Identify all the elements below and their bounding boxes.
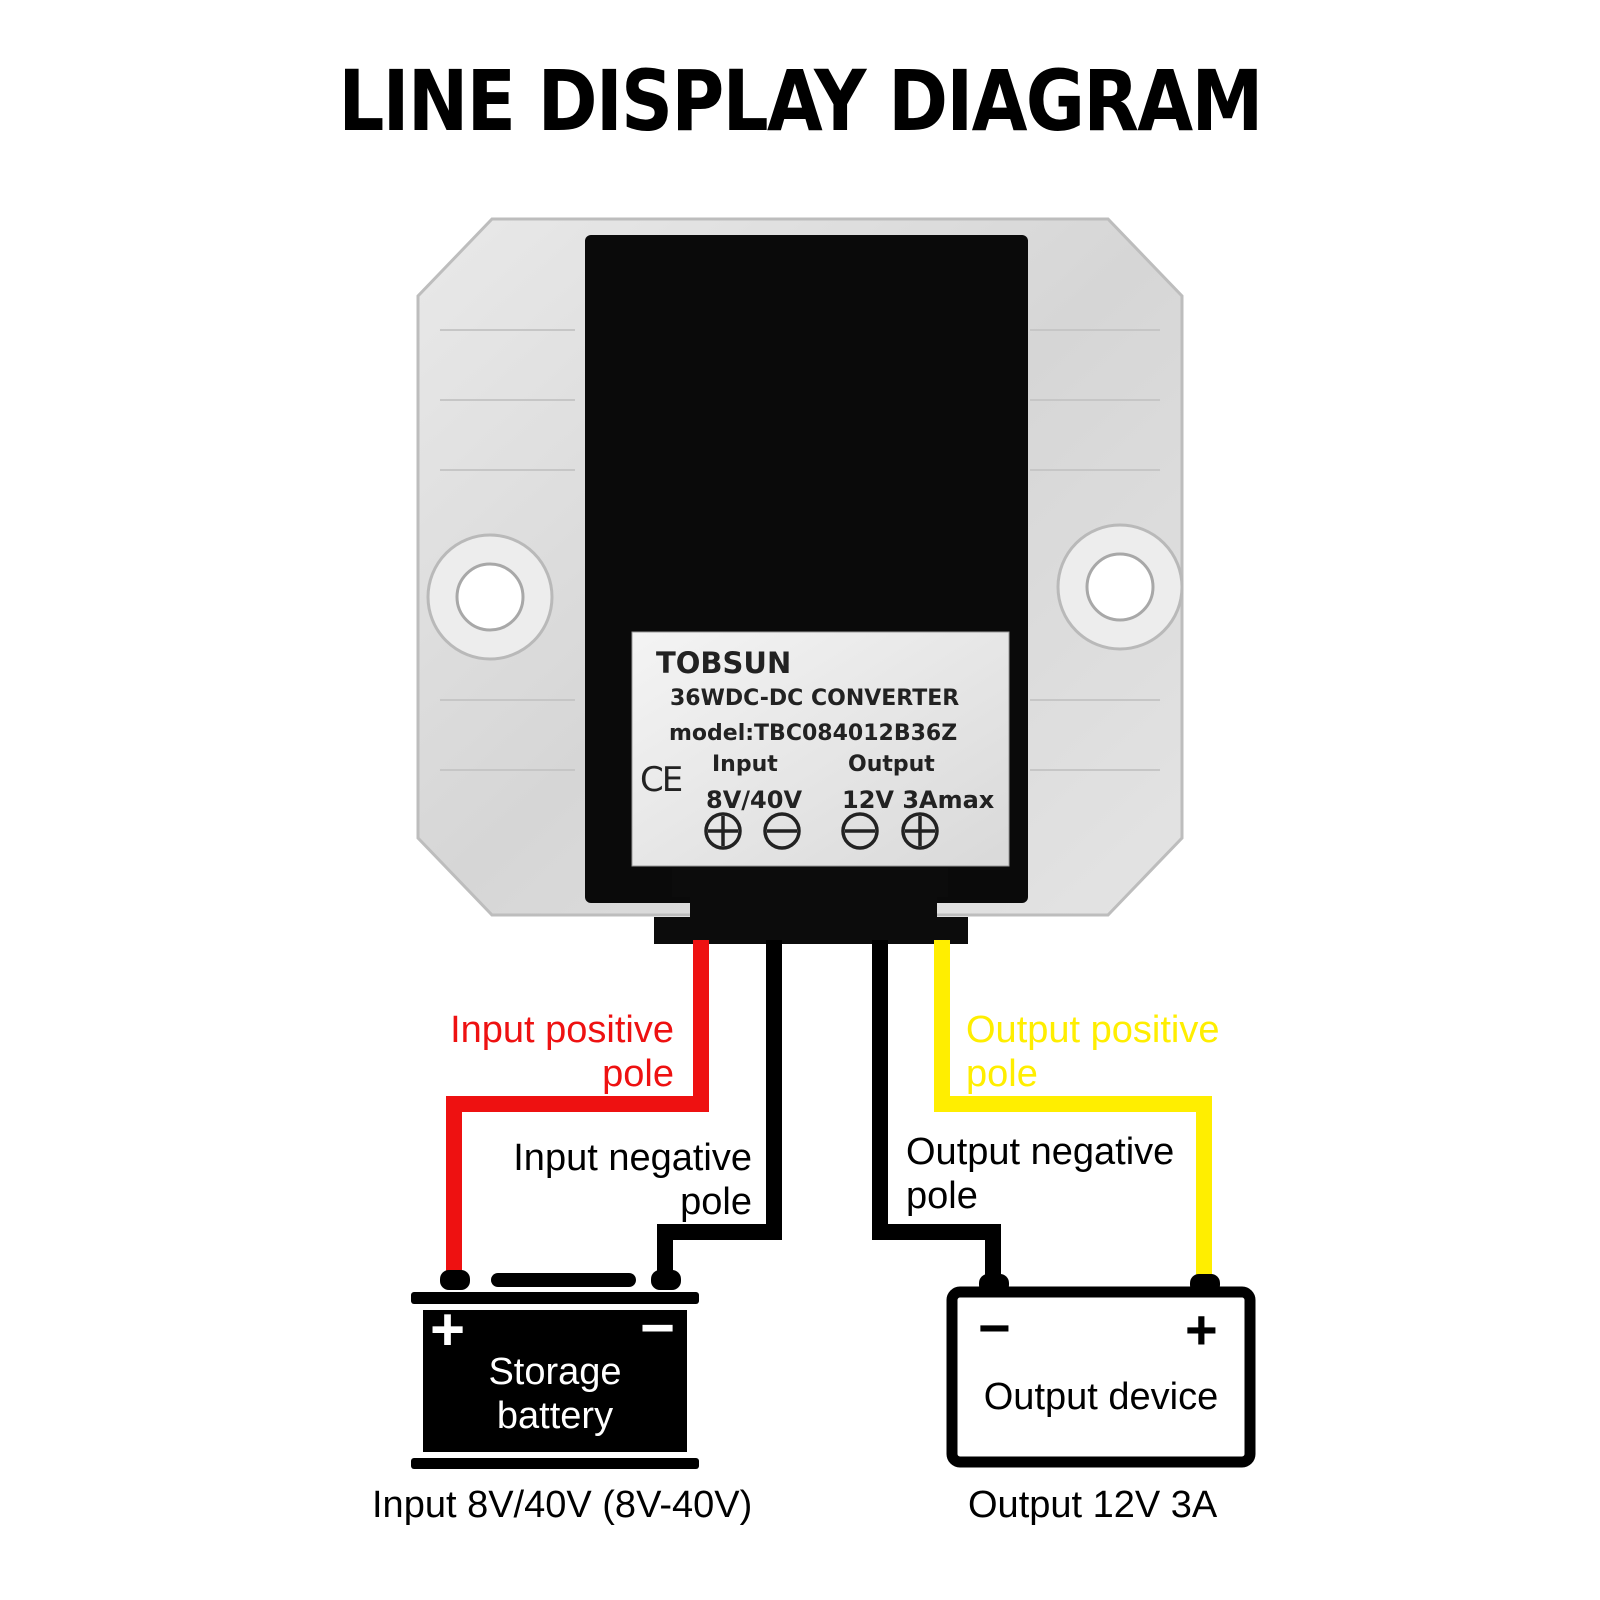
wire-input-positive: [446, 940, 709, 1278]
label-output-rating: 12V 3Amax: [842, 786, 995, 814]
battery-body: [423, 1310, 687, 1452]
device-plus-sign: +: [1185, 1298, 1218, 1361]
label-input-plus-icon: [704, 812, 742, 850]
input-positive-label: Input positive pole: [450, 1009, 674, 1095]
wire-output-negative: [872, 940, 1001, 1283]
label-product: 36WDC-DC CONVERTER: [670, 686, 960, 711]
label-input-rating: 8V/40V: [706, 786, 803, 814]
battery-lid: [411, 1292, 699, 1304]
device-minus-sign: −: [978, 1296, 1011, 1359]
output-device-box: [946, 1286, 1256, 1468]
page-title: LINE DISPLAY DIAGRAM: [338, 52, 1263, 150]
label-model: model:TBC084012B36Z: [669, 721, 958, 746]
wire-input-negative: [657, 940, 782, 1278]
battery-plus-sign: +: [430, 1296, 466, 1363]
battery-minus-sign: −: [640, 1294, 676, 1361]
battery-label: Storage battery: [488, 1351, 622, 1437]
battery-terminal-negative: [651, 1270, 681, 1290]
label-output-minus-icon: [841, 812, 879, 850]
input-negative-label: Input negative pole: [513, 1137, 752, 1223]
battery-base: [411, 1458, 699, 1469]
label-brand: TOBSUN: [656, 646, 792, 680]
mounting-hole-left: [426, 533, 554, 661]
device-label: Output device: [983, 1376, 1219, 1418]
label-input-minus-icon: [763, 812, 801, 850]
cable-grommet: [654, 868, 968, 944]
label-output-header: Output: [848, 752, 935, 777]
output-negative-label: Output negative pole: [906, 1131, 1175, 1217]
spec-label: [631, 631, 1010, 867]
output-positive-label: Output positive pole: [966, 1009, 1220, 1095]
housing-fins: [440, 329, 1160, 771]
battery-caption: Input 8V/40V (8V-40V): [372, 1484, 753, 1526]
label-output-plus-icon: [901, 812, 939, 850]
device-caption: Output 12V 3A: [968, 1484, 1218, 1526]
ce-mark: CE: [640, 760, 683, 800]
mounting-hole-right: [1056, 523, 1184, 651]
label-input-header: Input: [712, 752, 778, 777]
battery-top-ridge: [491, 1273, 636, 1287]
battery-terminal-positive: [440, 1270, 470, 1290]
wire-output-positive: [934, 940, 1212, 1283]
